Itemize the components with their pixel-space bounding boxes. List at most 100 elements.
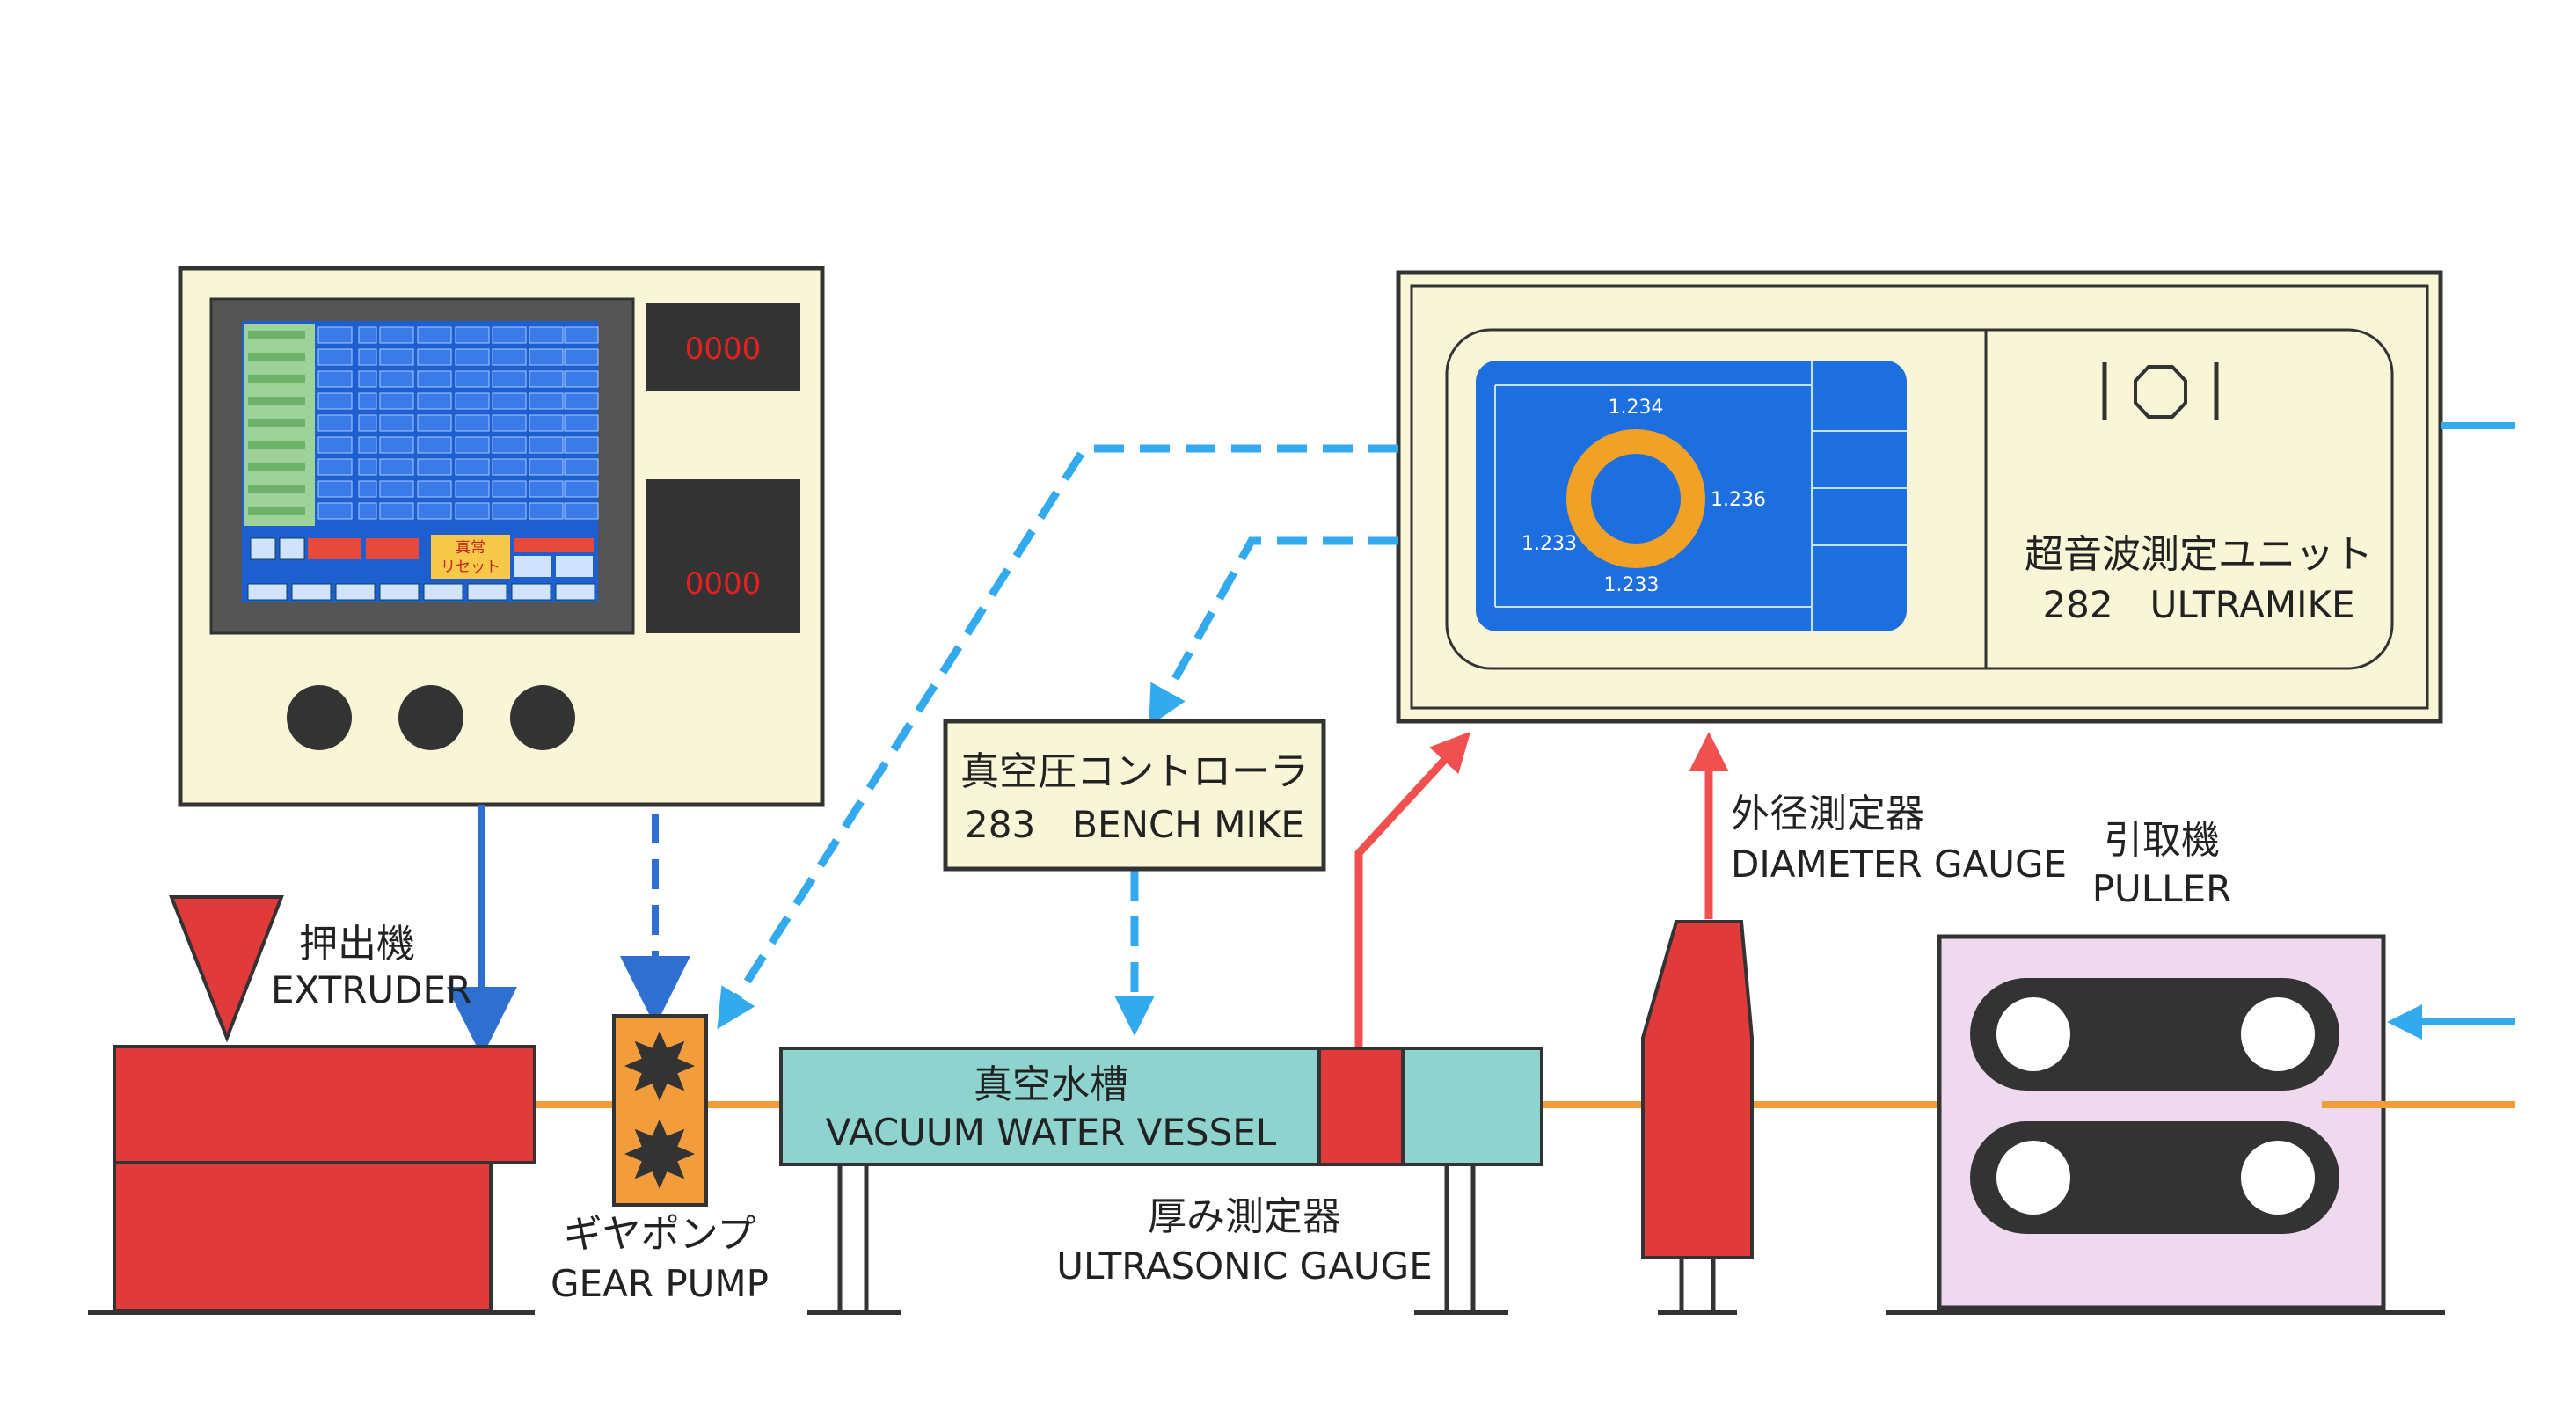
- screen-grid-cell: [417, 326, 452, 344]
- feedback-ultrasonic-to-ultramike: [1354, 731, 1471, 1047]
- screen-grid-cell: [455, 392, 490, 410]
- screen-grid-cell: [379, 392, 414, 410]
- vessel-label-jp: 真空水槽: [974, 1062, 1128, 1107]
- screen-button-left[interactable]: [250, 537, 276, 560]
- signal-ultramike-to-pump: [717, 444, 1398, 1030]
- screen-grid-cell: [492, 370, 527, 388]
- screen-grid-cell: [529, 480, 564, 498]
- diameter-gauge: 外径測定器 DIAMETER GAUGE: [1641, 792, 2067, 1315]
- screen-grid-cell: [317, 370, 353, 388]
- bench-mike-label-jp: 真空圧コントローラ: [960, 749, 1309, 794]
- knob-1[interactable]: [287, 685, 352, 750]
- screen-grid-cell: [529, 370, 564, 388]
- screen-grid-cell: [358, 326, 377, 344]
- screen-row-label: [248, 507, 305, 515]
- screen-row-label: [248, 463, 305, 471]
- puller-label-en: PULLER: [2092, 867, 2232, 910]
- screen-row-label: [248, 331, 305, 339]
- screen-grid-cell: [455, 458, 490, 476]
- ultramike-label-jp: 超音波測定ユニット: [2025, 532, 2373, 577]
- screen-grid-cell: [379, 458, 414, 476]
- screen-grid-cell: [358, 414, 377, 432]
- sensor-icon: [2102, 362, 2219, 420]
- screen-grid-cell: [492, 480, 527, 498]
- ultrasonic-gauge-body: [1317, 1047, 1405, 1166]
- screen-grid-cell: [529, 436, 564, 454]
- screen-reset-label-2: リセット: [441, 558, 500, 576]
- screen-grid-cell: [358, 458, 377, 476]
- screen-reset-label-1: 真常: [456, 539, 485, 557]
- vessel-label-en: VACUUM WATER VESSEL: [826, 1111, 1277, 1154]
- vacuum-water-vessel: 真空水槽 VACUUM WATER VESSEL 厚み測定器 ULTRASONI…: [779, 1047, 1543, 1315]
- screen-grid-cell: [379, 326, 414, 344]
- screen-grid-cell: [358, 370, 377, 388]
- screen-function-key[interactable]: [555, 583, 595, 601]
- screen-grid-cell: [492, 436, 527, 454]
- screen-row-label: [248, 441, 305, 449]
- screen-button-red-1[interactable]: [308, 538, 361, 559]
- extruder: 押出機 EXTRUDER: [88, 895, 536, 1315]
- screen-grid-cell: [492, 502, 527, 520]
- screen-grid-cell: [417, 458, 452, 476]
- screen-grid-cell: [379, 480, 414, 498]
- screen-function-key[interactable]: [335, 583, 376, 601]
- screen-grid-cell: [417, 414, 452, 432]
- screen-grid-cell: [529, 326, 564, 344]
- screen-grid-cell: [317, 502, 353, 520]
- screen-grid-cell: [317, 348, 353, 366]
- screen-grid-cell: [529, 502, 564, 520]
- bench-mike-label-en: 283 BENCH MIKE: [965, 803, 1304, 846]
- screen-grid-cell: [455, 436, 490, 454]
- puller-label-jp: 引取機: [2104, 818, 2220, 863]
- screen-grid-cell: [417, 436, 452, 454]
- ultramike-label-en: 282 ULTRAMIKE: [2042, 583, 2354, 626]
- screen-row-label: [248, 419, 305, 427]
- reading-top: 1.234: [1609, 397, 1664, 419]
- signal-ultramike-to-benchmike: [1149, 536, 1398, 726]
- screen-grid-cell: [317, 326, 353, 344]
- screen-grid-cell: [564, 458, 599, 476]
- screen-function-key[interactable]: [423, 583, 463, 601]
- screen-grid-cell: [358, 348, 377, 366]
- screen-reset-button[interactable]: [431, 535, 510, 579]
- screen-button-right[interactable]: [279, 537, 305, 560]
- screen-grid-cell: [358, 436, 377, 454]
- screen-grid-cell: [455, 480, 490, 498]
- screen-grid-cell: [564, 370, 599, 388]
- screen-row-label: [248, 353, 305, 361]
- screen-grid-cell: [492, 414, 527, 432]
- screen-grid-cell: [317, 436, 353, 454]
- screen-button-red-2[interactable]: [366, 538, 419, 559]
- screen-grid-cell: [564, 326, 599, 344]
- screen-function-key[interactable]: [291, 583, 332, 601]
- screen-grid-cell: [529, 348, 564, 366]
- screen-grid-cell: [358, 480, 377, 498]
- knob-2[interactable]: [398, 685, 463, 750]
- knob-3[interactable]: [510, 685, 575, 750]
- screen-grid-cell: [417, 392, 452, 410]
- screen-grid-cell: [492, 458, 527, 476]
- screen-row-label: [248, 375, 305, 383]
- screen-function-key[interactable]: [467, 583, 507, 601]
- screen-function-key[interactable]: [247, 583, 288, 601]
- screen-grid-cell: [455, 348, 490, 366]
- screen-row-label: [248, 485, 305, 493]
- extruder-hopper: [169, 895, 284, 1043]
- gear-pump-label-jp: ギヤポンプ: [564, 1212, 756, 1257]
- screen-grid-cell: [379, 414, 414, 432]
- extruder-label-jp: 押出機: [299, 922, 415, 967]
- screen-grid-cell: [564, 502, 599, 520]
- display-left: [646, 303, 800, 391]
- screen-grid-cell: [379, 370, 414, 388]
- ultrasonic-gauge-label-en: ULTRASONIC GAUGE: [1056, 1244, 1433, 1288]
- screen-grid-cell: [358, 502, 377, 520]
- screen-function-key[interactable]: [511, 583, 551, 601]
- screen-function-key[interactable]: [379, 583, 420, 601]
- screen-grid-cell: [417, 480, 452, 498]
- diameter-gauge-label-en: DIAMETER GAUGE: [1731, 843, 2067, 886]
- control-panel: 真常 リセット 0000 0000: [178, 266, 825, 807]
- screen-grid-cell: [317, 480, 353, 498]
- extruder-label-en: EXTRUDER: [271, 968, 471, 1011]
- screen-grid-cell: [455, 502, 490, 520]
- screen-grid-cell: [379, 348, 414, 366]
